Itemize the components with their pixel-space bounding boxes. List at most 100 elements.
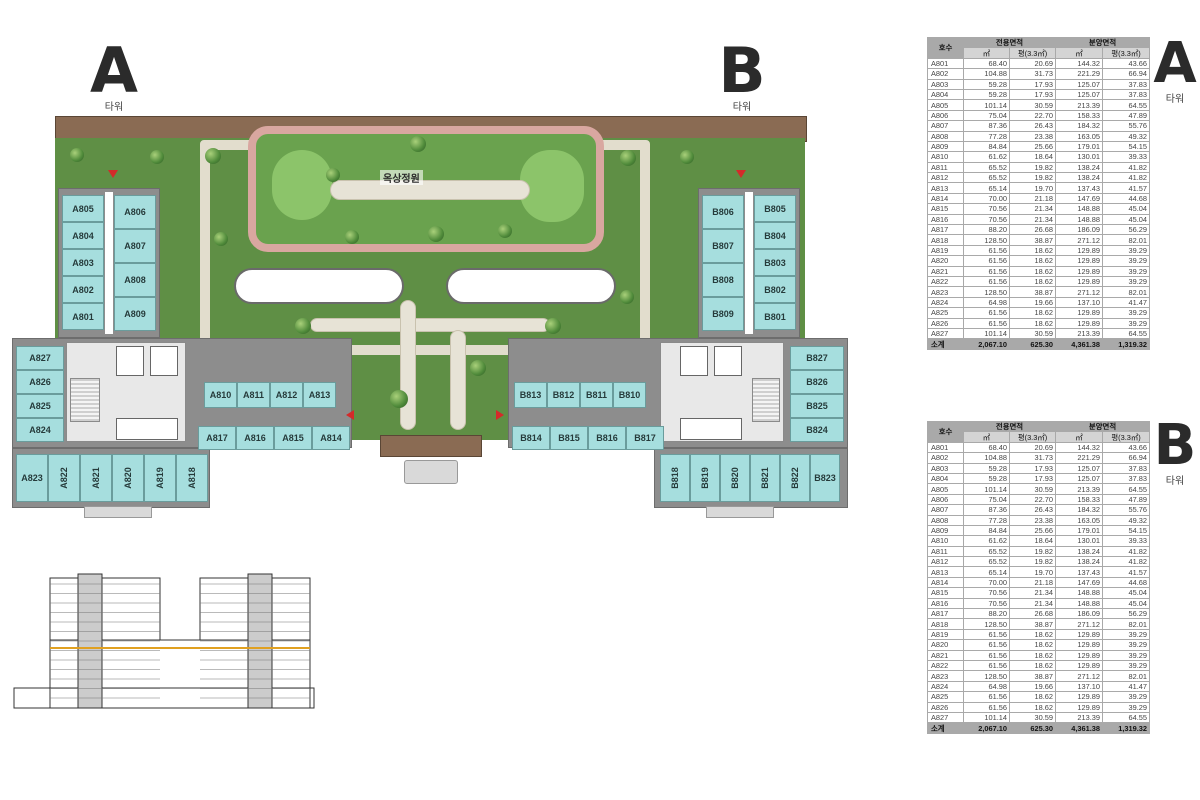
entrance-marker-a-side — [346, 410, 354, 420]
unit-a827: A827 — [16, 346, 64, 370]
entrance-marker-a-top — [108, 170, 118, 178]
unit-label: B812 — [552, 390, 575, 400]
area-cell: 18.62 — [1008, 691, 1057, 703]
unit-label: B807 — [712, 241, 734, 251]
unit-label: B810 — [618, 390, 641, 400]
tower-b-corridor — [745, 192, 753, 334]
area-cell: 17.93 — [1008, 462, 1057, 474]
area-cell: 19.82 — [1008, 161, 1057, 174]
unit-number-cell: A808 — [927, 514, 964, 526]
area-cell: 64.55 — [1102, 327, 1151, 340]
area-cell: 45.04 — [1102, 597, 1151, 610]
tree-12 — [390, 390, 408, 408]
area-cell: 39.29 — [1102, 275, 1151, 288]
unit-a817: A817 — [198, 426, 236, 450]
area-cell: 39.29 — [1102, 307, 1151, 319]
area-cell: 64.98 — [963, 680, 1010, 693]
area-cell: 213.39 — [1055, 99, 1104, 111]
unit-label: B826 — [806, 377, 828, 387]
area-cell: 70.56 — [963, 597, 1010, 610]
area-cell: 129.89 — [1055, 275, 1104, 288]
unit-b809: B809 — [702, 297, 744, 331]
area-cell: 70.56 — [963, 203, 1010, 215]
area-cell: 41.47 — [1102, 680, 1151, 693]
unit-label: B813 — [519, 390, 542, 400]
unit-b813: B813 — [514, 382, 547, 408]
unit-label: A807 — [124, 241, 146, 251]
area-cell: 45.04 — [1102, 587, 1151, 599]
area-cell: 19.66 — [1008, 680, 1057, 693]
area-cell: 101.14 — [963, 99, 1010, 111]
area-cell: 54.15 — [1102, 140, 1151, 153]
area-cell: 21.18 — [1008, 576, 1057, 589]
unit-number-cell: A810 — [927, 151, 964, 163]
table-a-letter: A — [1153, 31, 1197, 96]
tree-15 — [70, 148, 84, 162]
unit-number-cell: A815 — [927, 587, 964, 599]
area-cell: 59.28 — [963, 78, 1010, 90]
area-cell: 55.76 — [1102, 120, 1151, 132]
area-cell: 129.89 — [1055, 659, 1104, 672]
area-cell: 64.55 — [1102, 711, 1151, 724]
area-cell: 82.01 — [1102, 618, 1151, 630]
unit-b806: B806 — [702, 195, 744, 229]
unit-number-cell: A821 — [927, 265, 964, 278]
tower-a-service-room — [116, 418, 178, 440]
winding-path-1 — [310, 318, 550, 332]
unit-number-cell: A801 — [927, 57, 964, 70]
unit-a803: A803 — [62, 249, 104, 276]
area-cell: 61.56 — [963, 265, 1010, 278]
unit-label: B825 — [806, 401, 828, 411]
area-cell: 61.56 — [963, 628, 1010, 641]
unit-label: B827 — [806, 353, 828, 363]
area-cell: 39.29 — [1102, 691, 1151, 703]
area-cell: 61.56 — [963, 317, 1010, 329]
unit-label: A806 — [124, 207, 146, 217]
area-cell: 21.18 — [1008, 192, 1057, 205]
area-cell: 129.89 — [1055, 639, 1104, 651]
area-cell: 163.05 — [1055, 514, 1104, 526]
unit-label: A825 — [29, 401, 51, 411]
area-cell: 271.12 — [1055, 234, 1104, 246]
unit-number-cell: A822 — [927, 275, 964, 288]
unit-b812: B812 — [547, 382, 580, 408]
table-b-letter: B — [1153, 413, 1197, 478]
lawn-patch-left — [272, 150, 332, 220]
area-cell: 82.01 — [1102, 234, 1151, 246]
area-cell: 26.43 — [1008, 120, 1057, 132]
unit-number-cell: A813 — [927, 182, 964, 194]
header-pyeong: 평(3.3㎡) — [1102, 431, 1151, 443]
area-cell: 18.62 — [1008, 701, 1057, 713]
area-cell: 66.94 — [1102, 452, 1151, 464]
area-cell: 18.64 — [1008, 535, 1057, 547]
area-cell: 130.01 — [1055, 535, 1104, 547]
header-sqm: ㎡ — [963, 431, 1010, 443]
area-cell: 75.04 — [963, 109, 1010, 122]
header-sale: 분양면적 — [1055, 36, 1151, 49]
area-cell: 31.73 — [1008, 68, 1057, 80]
area-cell: 213.39 — [1055, 327, 1104, 340]
area-cell: 22.70 — [1008, 493, 1057, 506]
tree-13 — [470, 360, 486, 376]
unit-number-cell: A814 — [927, 576, 964, 589]
tree-8 — [620, 150, 636, 166]
area-cell: 271.12 — [1055, 618, 1104, 630]
unit-label: B821 — [759, 467, 770, 489]
header-exclusive: 전용면적 — [962, 36, 1057, 49]
total-cell: 625.30 — [1008, 338, 1057, 350]
area-cell: 125.07 — [1055, 462, 1104, 474]
unit-label: B823 — [814, 473, 836, 483]
area-cell: 44.68 — [1102, 576, 1151, 589]
unit-label: A827 — [29, 353, 51, 363]
area-cell: 18.64 — [1008, 151, 1057, 163]
area-cell: 179.01 — [1055, 524, 1104, 537]
area-cell: 26.43 — [1008, 504, 1057, 516]
unit-number-cell: A809 — [927, 524, 964, 537]
skylight-right — [446, 268, 616, 304]
area-cell: 56.29 — [1102, 608, 1151, 620]
area-cell: 25.66 — [1008, 524, 1057, 537]
